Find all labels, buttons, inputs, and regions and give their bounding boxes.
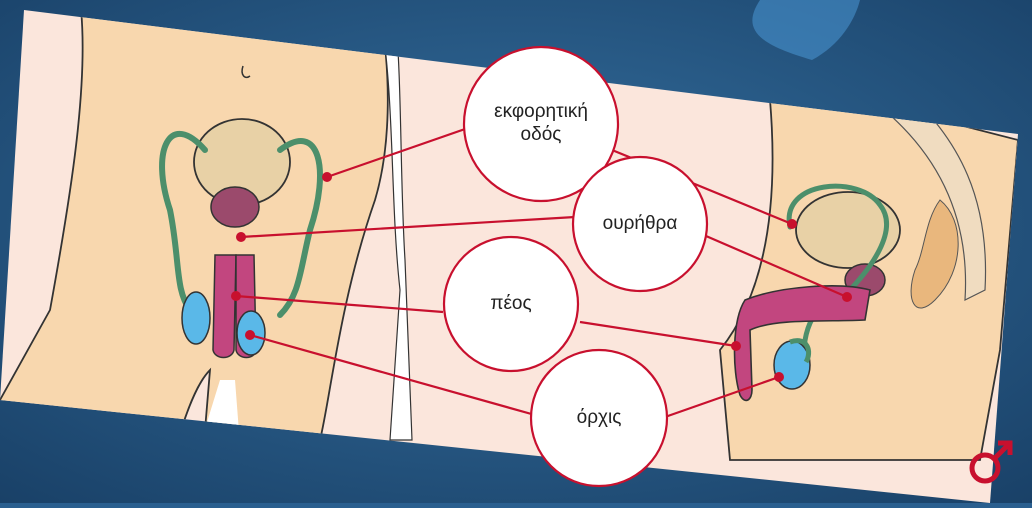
dot-penis-front [231,291,241,301]
dot-testis-side [774,372,784,382]
penis-front-left [213,255,236,358]
label-circle-penis [444,237,578,371]
dot-duct-front [322,172,332,182]
dot-testis-front [245,330,255,340]
dot-urethra-side [842,292,852,302]
label-circle-urethra [573,157,707,291]
prostate-front [211,187,259,227]
dot-urethra-front [236,232,246,242]
label-circle-testis [531,350,667,486]
testis-front-left [182,292,210,344]
dot-penis-side [731,341,741,351]
dot-duct-side [787,219,797,229]
